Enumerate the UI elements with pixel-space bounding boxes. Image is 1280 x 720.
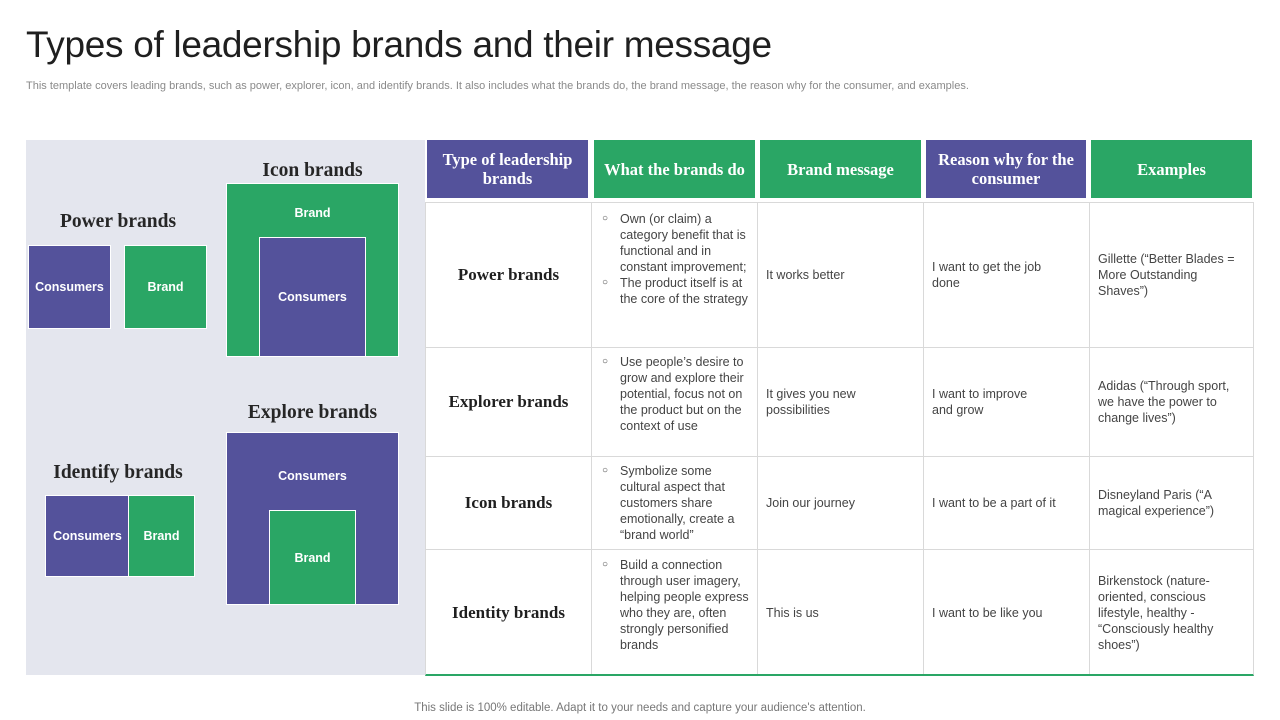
- table-row-example: Adidas (“Through sport, we have the powe…: [1098, 379, 1230, 425]
- table-row-reason: I want to improve and grow: [932, 387, 1028, 417]
- table-row-example: Disneyland Paris (“A magical experience”…: [1098, 488, 1215, 518]
- header-reason-why: Reason why for the consumer: [926, 140, 1086, 198]
- icon-consumers-box: Consumers: [259, 237, 366, 357]
- table-row-message: Join our journey: [766, 496, 855, 510]
- table-row-do: Symbolize some cultural aspect that cust…: [600, 463, 750, 543]
- brands-table: Power brands Own (or claim) a category b…: [425, 202, 1254, 676]
- table-row-reason: I want to be like you: [932, 605, 1043, 620]
- footer-note: This slide is 100% editable. Adapt it to…: [414, 702, 866, 714]
- table-row-type: Icon brands: [464, 493, 553, 512]
- table-row-do: Use people’s desire to grow and explore …: [600, 354, 750, 434]
- identify-brands-label: Identify brands: [53, 462, 183, 483]
- icon-brands-label: Icon brands: [262, 160, 363, 181]
- header-examples: Examples: [1091, 140, 1252, 198]
- explore-consumers-text: Consumers: [278, 469, 347, 483]
- identify-consumers-box: Consumers: [45, 495, 130, 577]
- bullet-list: Build a connection through user imagery,…: [600, 557, 750, 653]
- bullet-list: Symbolize some cultural aspect that cust…: [600, 463, 750, 543]
- bullet-item: Own (or claim) a category benefit that i…: [600, 211, 750, 275]
- power-consumers-box: Consumers: [28, 245, 111, 329]
- page-title: Types of leadership brands and their mes…: [26, 24, 772, 65]
- bullet-item: Use people’s desire to grow and explore …: [600, 354, 750, 434]
- identify-brand-box: Brand: [128, 495, 195, 577]
- table-row-example: Gillette (“Better Blades = More Outstand…: [1098, 252, 1235, 298]
- bullet-list: Use people’s desire to grow and explore …: [600, 354, 750, 434]
- header-brand-message: Brand message: [760, 140, 921, 198]
- header-type: Type of leadership brands: [427, 140, 588, 198]
- table-row-type: Explorer brands: [448, 392, 569, 411]
- bullet-item: The product itself is at the core of the…: [600, 275, 750, 307]
- bullet-item: Build a connection through user imagery,…: [600, 557, 750, 653]
- power-brands-label: Power brands: [59, 211, 177, 232]
- table-row-message: It gives you new possibilities: [766, 387, 856, 417]
- explore-brand-box: Brand: [269, 510, 356, 605]
- power-brand-box: Brand: [124, 245, 207, 329]
- page-subtitle: This template covers leading brands, suc…: [26, 80, 969, 92]
- explore-brands-label: Explore brands: [247, 402, 378, 423]
- table-row-do: Own (or claim) a category benefit that i…: [600, 211, 750, 307]
- icon-brand-text: Brand: [294, 206, 331, 220]
- table-row-type: Power brands: [457, 265, 560, 284]
- table-row-example: Birkenstock (nature-oriented, conscious …: [1098, 574, 1214, 652]
- table-row-message: This is us: [766, 605, 819, 620]
- table-row-type: Identity brands: [452, 602, 565, 622]
- table-row-message: It works better: [766, 268, 845, 282]
- table-row-reason: I want to be a part of it: [932, 496, 1056, 510]
- header-what-brands-do: What the brands do: [594, 140, 755, 198]
- bullet-list: Own (or claim) a category benefit that i…: [600, 211, 750, 307]
- table-row-reason: I want to get the job done: [932, 260, 1042, 290]
- brand-diagram-panel: Power brands Consumers Brand Icon brands…: [26, 140, 425, 675]
- bullet-item: Symbolize some cultural aspect that cust…: [600, 463, 750, 543]
- table-row-do: Build a connection through user imagery,…: [600, 557, 750, 653]
